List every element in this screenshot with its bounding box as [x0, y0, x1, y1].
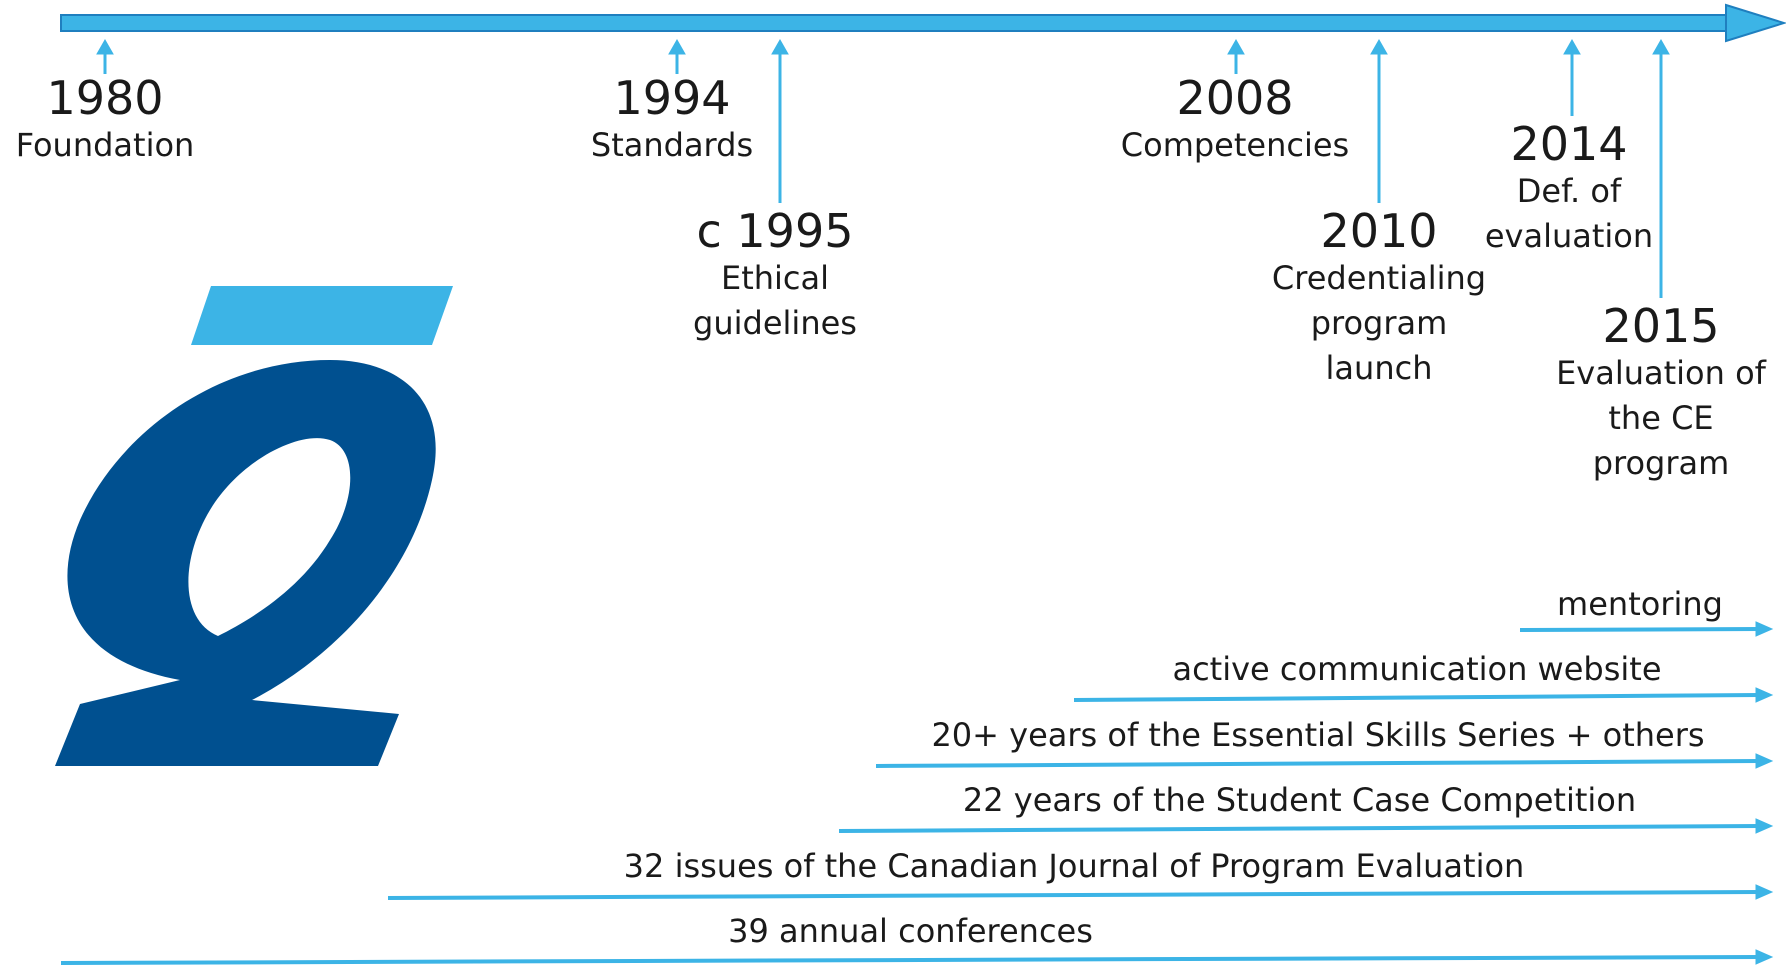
event-year: 2008: [1176, 71, 1294, 125]
event-pointers: [96, 38, 1670, 298]
activity-label-journal: 32 issues of the Canadian Journal of Pro…: [623, 847, 1525, 885]
event-label: Ethical guidelines: [693, 259, 857, 342]
bar-case-competition: [838, 818, 1774, 834]
event-2015: 2015 Evaluation of the CE program: [1536, 303, 1786, 486]
event-label: Standards: [590, 126, 754, 164]
event-1980: 1980 Foundation: [0, 75, 210, 168]
event-year: 2014: [1510, 117, 1628, 171]
pointer-2008: [1227, 38, 1245, 74]
event-label: Foundation: [15, 126, 195, 164]
pointer-2015: [1652, 38, 1670, 298]
event-2010: 2010 Credentialing program launch: [1254, 208, 1504, 391]
activity-bars: [60, 621, 1774, 965]
event-1994: 1994 Standards: [567, 75, 777, 168]
event-label: Competencies: [1120, 126, 1350, 164]
bar-journal: [387, 884, 1774, 900]
activity-label-case-competition: 22 years of the Student Case Competition: [962, 781, 1637, 819]
event-1995: c 1995 Ethical guidelines: [670, 208, 880, 346]
event-label: Def. of evaluation: [1484, 172, 1654, 255]
event-label: Evaluation of the CE program: [1556, 354, 1766, 482]
event-year: 2015: [1602, 299, 1720, 353]
event-year: c 1995: [696, 204, 854, 258]
main-timeline-arrow: [60, 3, 1786, 43]
event-year: 2010: [1320, 204, 1438, 258]
pointer-2014: [1563, 38, 1581, 116]
event-year: 1994: [613, 71, 731, 125]
bar-conferences: [60, 949, 1774, 965]
bar-website: [1073, 687, 1774, 703]
event-2014: 2014 Def. of evaluation: [1464, 121, 1674, 259]
activity-label-mentoring: mentoring: [1557, 585, 1723, 623]
pointer-1994: [668, 38, 686, 74]
bar-mentoring: [1519, 621, 1774, 637]
event-year: 1980: [46, 71, 164, 125]
activity-label-essential-skills: 20+ years of the Essential Skills Series…: [931, 716, 1705, 754]
bar-essential-skills: [875, 753, 1774, 769]
ce-logo-icon: [55, 286, 453, 766]
event-label: Credentialing program launch: [1271, 259, 1487, 387]
activity-label-conferences: 39 annual conferences: [728, 912, 1093, 950]
event-2008: 2008 Competencies: [1100, 75, 1370, 168]
pointer-1980: [96, 38, 114, 74]
activity-label-website: active communication website: [1172, 650, 1662, 688]
pointer-2010: [1370, 38, 1388, 203]
pointer-1995: [771, 38, 789, 203]
